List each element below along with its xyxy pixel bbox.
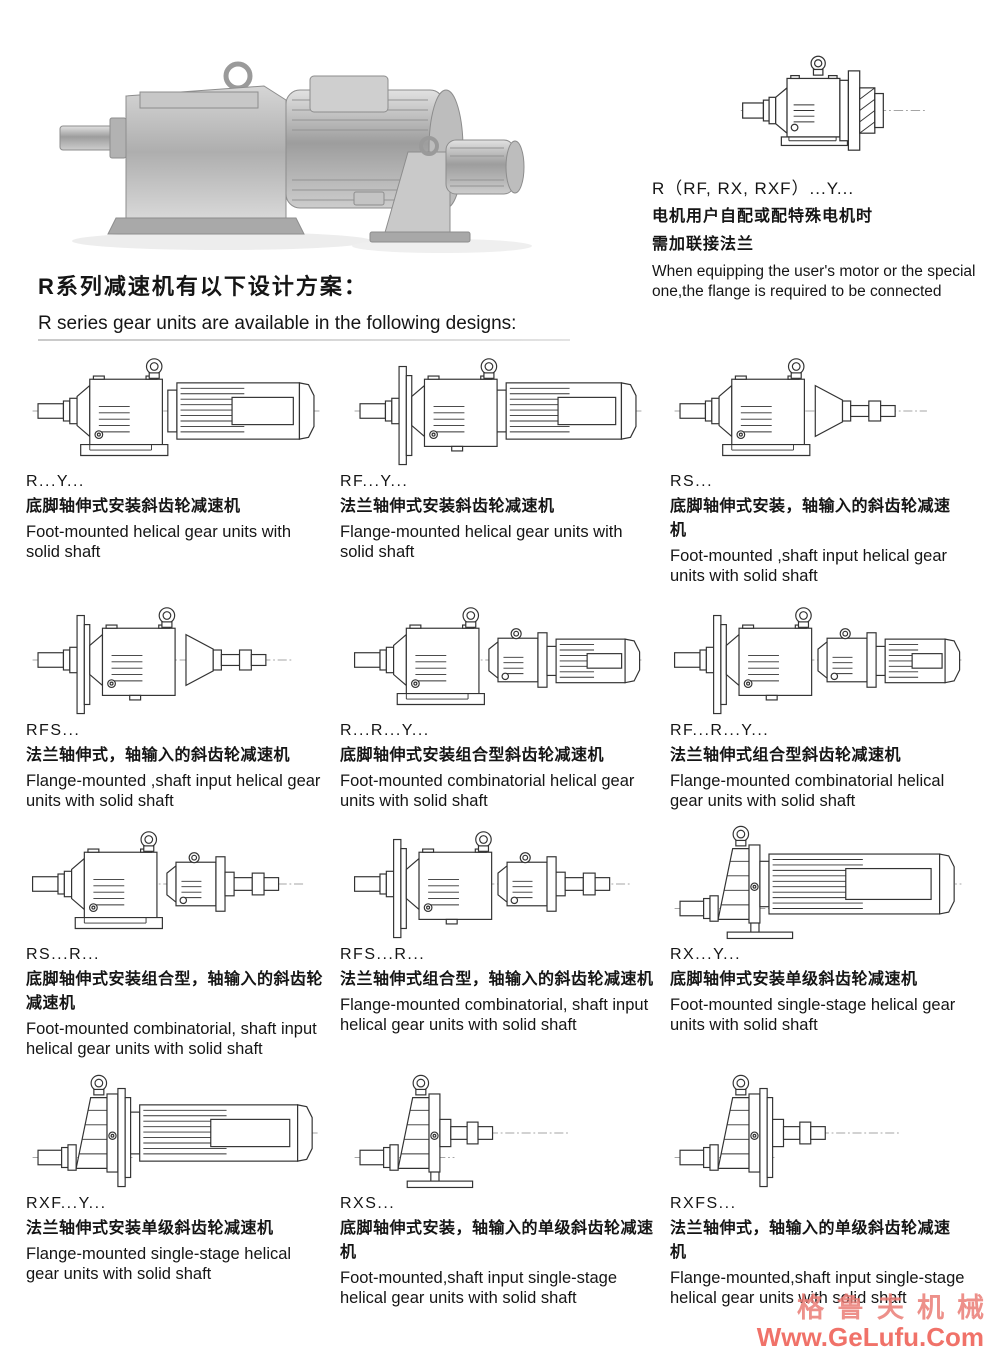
design-diagram	[674, 1074, 900, 1187]
design-cell: RFS...R... 法兰轴伸式组合型，轴输入的斜齿轮减速机 Flange-mo…	[340, 825, 670, 1060]
flange-note-block: R（RF, RX, RXF）...Y... 电机用户自配或配特殊电机时 需加联接…	[652, 52, 992, 302]
design-caption-zh: 法兰轴伸式安装单级斜齿轮减速机	[26, 1219, 274, 1237]
design-caption-en: Flange-mounted,shaft input single-stage …	[670, 1268, 965, 1307]
design-diagram	[32, 606, 294, 714]
design-cell: RF...R...Y... 法兰轴伸式组合型斜齿轮减速机 Flange-moun…	[670, 601, 980, 812]
design-caption-zh: 法兰轴伸式组合型斜齿轮减速机	[670, 746, 902, 764]
watermark-url: Www.GeLufu.Com	[756, 1322, 984, 1353]
design-code: RXF...Y...	[26, 1194, 107, 1212]
design-caption-zh: 底脚轴伸式安装单级斜齿轮减速机	[670, 971, 918, 989]
designs-grid: R...Y... 底脚轴伸式安装斜齿轮减速机 Foot-mounted heli…	[26, 352, 980, 1308]
design-cell: RFS... 法兰轴伸式，轴输入的斜齿轮减速机 Flange-mounted ,…	[26, 601, 340, 812]
design-caption-zh: 法兰轴伸式安装斜齿轮减速机	[340, 498, 555, 515]
design-caption-zh: 底脚轴伸式安装组合型，轴输入的斜齿轮减速机	[26, 971, 324, 1013]
product-photo	[52, 34, 544, 258]
design-diagram	[354, 358, 642, 466]
intro-note-zh-line2: 需加联接法兰	[652, 236, 755, 253]
design-diagram	[354, 1074, 571, 1188]
design-diagram	[674, 825, 962, 940]
design-caption-zh: 底脚轴伸式安装组合型斜齿轮减速机	[340, 746, 605, 764]
design-code: RXS...	[340, 1194, 396, 1212]
page-heading-zh: R系列减速机有以下设计方案：	[38, 274, 368, 299]
design-cell: RS... 底脚轴伸式安装，轴输入的斜齿轮减速机 Foot-mounted ,s…	[670, 352, 980, 587]
design-caption-en: Foot-mounted ,shaft input helical gear u…	[670, 547, 947, 586]
design-caption-en: Foot-mounted single-stage helical gear u…	[670, 996, 956, 1035]
design-diagram	[32, 1074, 320, 1187]
design-code: RFS...	[26, 721, 81, 739]
design-caption-zh: 法兰轴伸式，轴输入的单级斜齿轮减速机	[670, 1219, 951, 1261]
design-caption-en: Flange-mounted ,shaft input helical gear…	[26, 771, 321, 810]
design-cell: R...Y... 底脚轴伸式安装斜齿轮减速机 Foot-mounted heli…	[26, 352, 340, 587]
design-caption-zh: 底脚轴伸式安装斜齿轮减速机	[26, 498, 241, 515]
intro-note-en: When equipping the user's motor or the s…	[652, 263, 976, 300]
design-diagram	[32, 358, 320, 457]
design-caption-zh: 底脚轴伸式安装，轴输入的斜齿轮减速机	[670, 498, 951, 539]
design-caption-en: Flange-mounted combinatorial helical gea…	[670, 771, 945, 810]
design-cell: RXFS... 法兰轴伸式，轴输入的单级斜齿轮减速机 Flange-mounte…	[670, 1074, 980, 1309]
design-diagram	[674, 358, 927, 457]
design-cell: R...R...Y... 底脚轴伸式安装组合型斜齿轮减速机 Foot-mount…	[340, 601, 670, 812]
design-cell: RXF...Y... 法兰轴伸式安装单级斜齿轮减速机 Flange-mounte…	[26, 1074, 340, 1309]
design-caption-zh: 法兰轴伸式，轴输入的斜齿轮减速机	[26, 746, 291, 764]
design-code: R...Y...	[26, 473, 85, 490]
design-caption-en: Flange-mounted combinatorial, shaft inpu…	[340, 996, 649, 1035]
design-code: R...R...Y...	[340, 721, 430, 739]
page-heading: R系列减速机有以下设计方案： R series gear units are a…	[38, 270, 516, 335]
watermark-brand: 格鲁夫机械	[797, 1292, 997, 1323]
design-code: RS...	[670, 473, 714, 490]
watermark: 格鲁夫机械 Www.GeLufu.Com	[756, 1293, 984, 1353]
design-code: RX...Y...	[670, 946, 742, 964]
r-flange-diagram	[740, 55, 928, 151]
design-caption-en: Flange-mounted helical gear units with s…	[340, 523, 623, 562]
design-caption-en: Foot-mounted combinatorial, shaft input …	[26, 1020, 317, 1059]
design-code: RFS...R...	[340, 946, 426, 964]
design-cell: RS...R... 底脚轴伸式安装组合型，轴输入的斜齿轮减速机 Foot-mou…	[26, 825, 340, 1060]
design-code: RS...R...	[26, 946, 100, 964]
design-code: RF...Y...	[340, 473, 409, 490]
design-diagram	[673, 606, 962, 714]
gear-motor-photo-illustration	[59, 61, 532, 253]
intro-note-zh-line1: 电机用户自配或配特殊电机时	[652, 208, 874, 225]
design-cell: RXS... 底脚轴伸式安装，轴输入的单级斜齿轮减速机 Foot-mounted…	[340, 1074, 670, 1309]
design-code: RXFS...	[670, 1194, 737, 1212]
design-diagram	[31, 831, 304, 930]
design-diagram	[353, 606, 642, 705]
page-heading-en: R series gear units are available in the…	[38, 313, 517, 334]
heading-divider	[38, 339, 570, 341]
design-diagram	[353, 831, 630, 939]
design-cell: RF...Y... 法兰轴伸式安装斜齿轮减速机 Flange-mounted h…	[340, 352, 670, 587]
design-caption-zh: 底脚轴伸式安装，轴输入的单级斜齿轮减速机	[340, 1219, 654, 1261]
design-caption-en: Flange-mounted single-stage helical gear…	[26, 1244, 292, 1283]
design-code: RF...R...Y...	[670, 721, 770, 739]
design-caption-en: Foot-mounted,shaft input single-stage he…	[340, 1268, 617, 1307]
design-caption-zh: 法兰轴伸式组合型，轴输入的斜齿轮减速机	[340, 971, 654, 989]
intro-model-code: R（RF, RX, RXF）...Y...	[652, 179, 855, 198]
design-caption-en: Foot-mounted combinatorial helical gear …	[340, 771, 635, 810]
design-caption-en: Foot-mounted helical gear units with sol…	[26, 523, 292, 562]
design-cell: RX...Y... 底脚轴伸式安装单级斜齿轮减速机 Foot-mounted s…	[670, 825, 980, 1060]
